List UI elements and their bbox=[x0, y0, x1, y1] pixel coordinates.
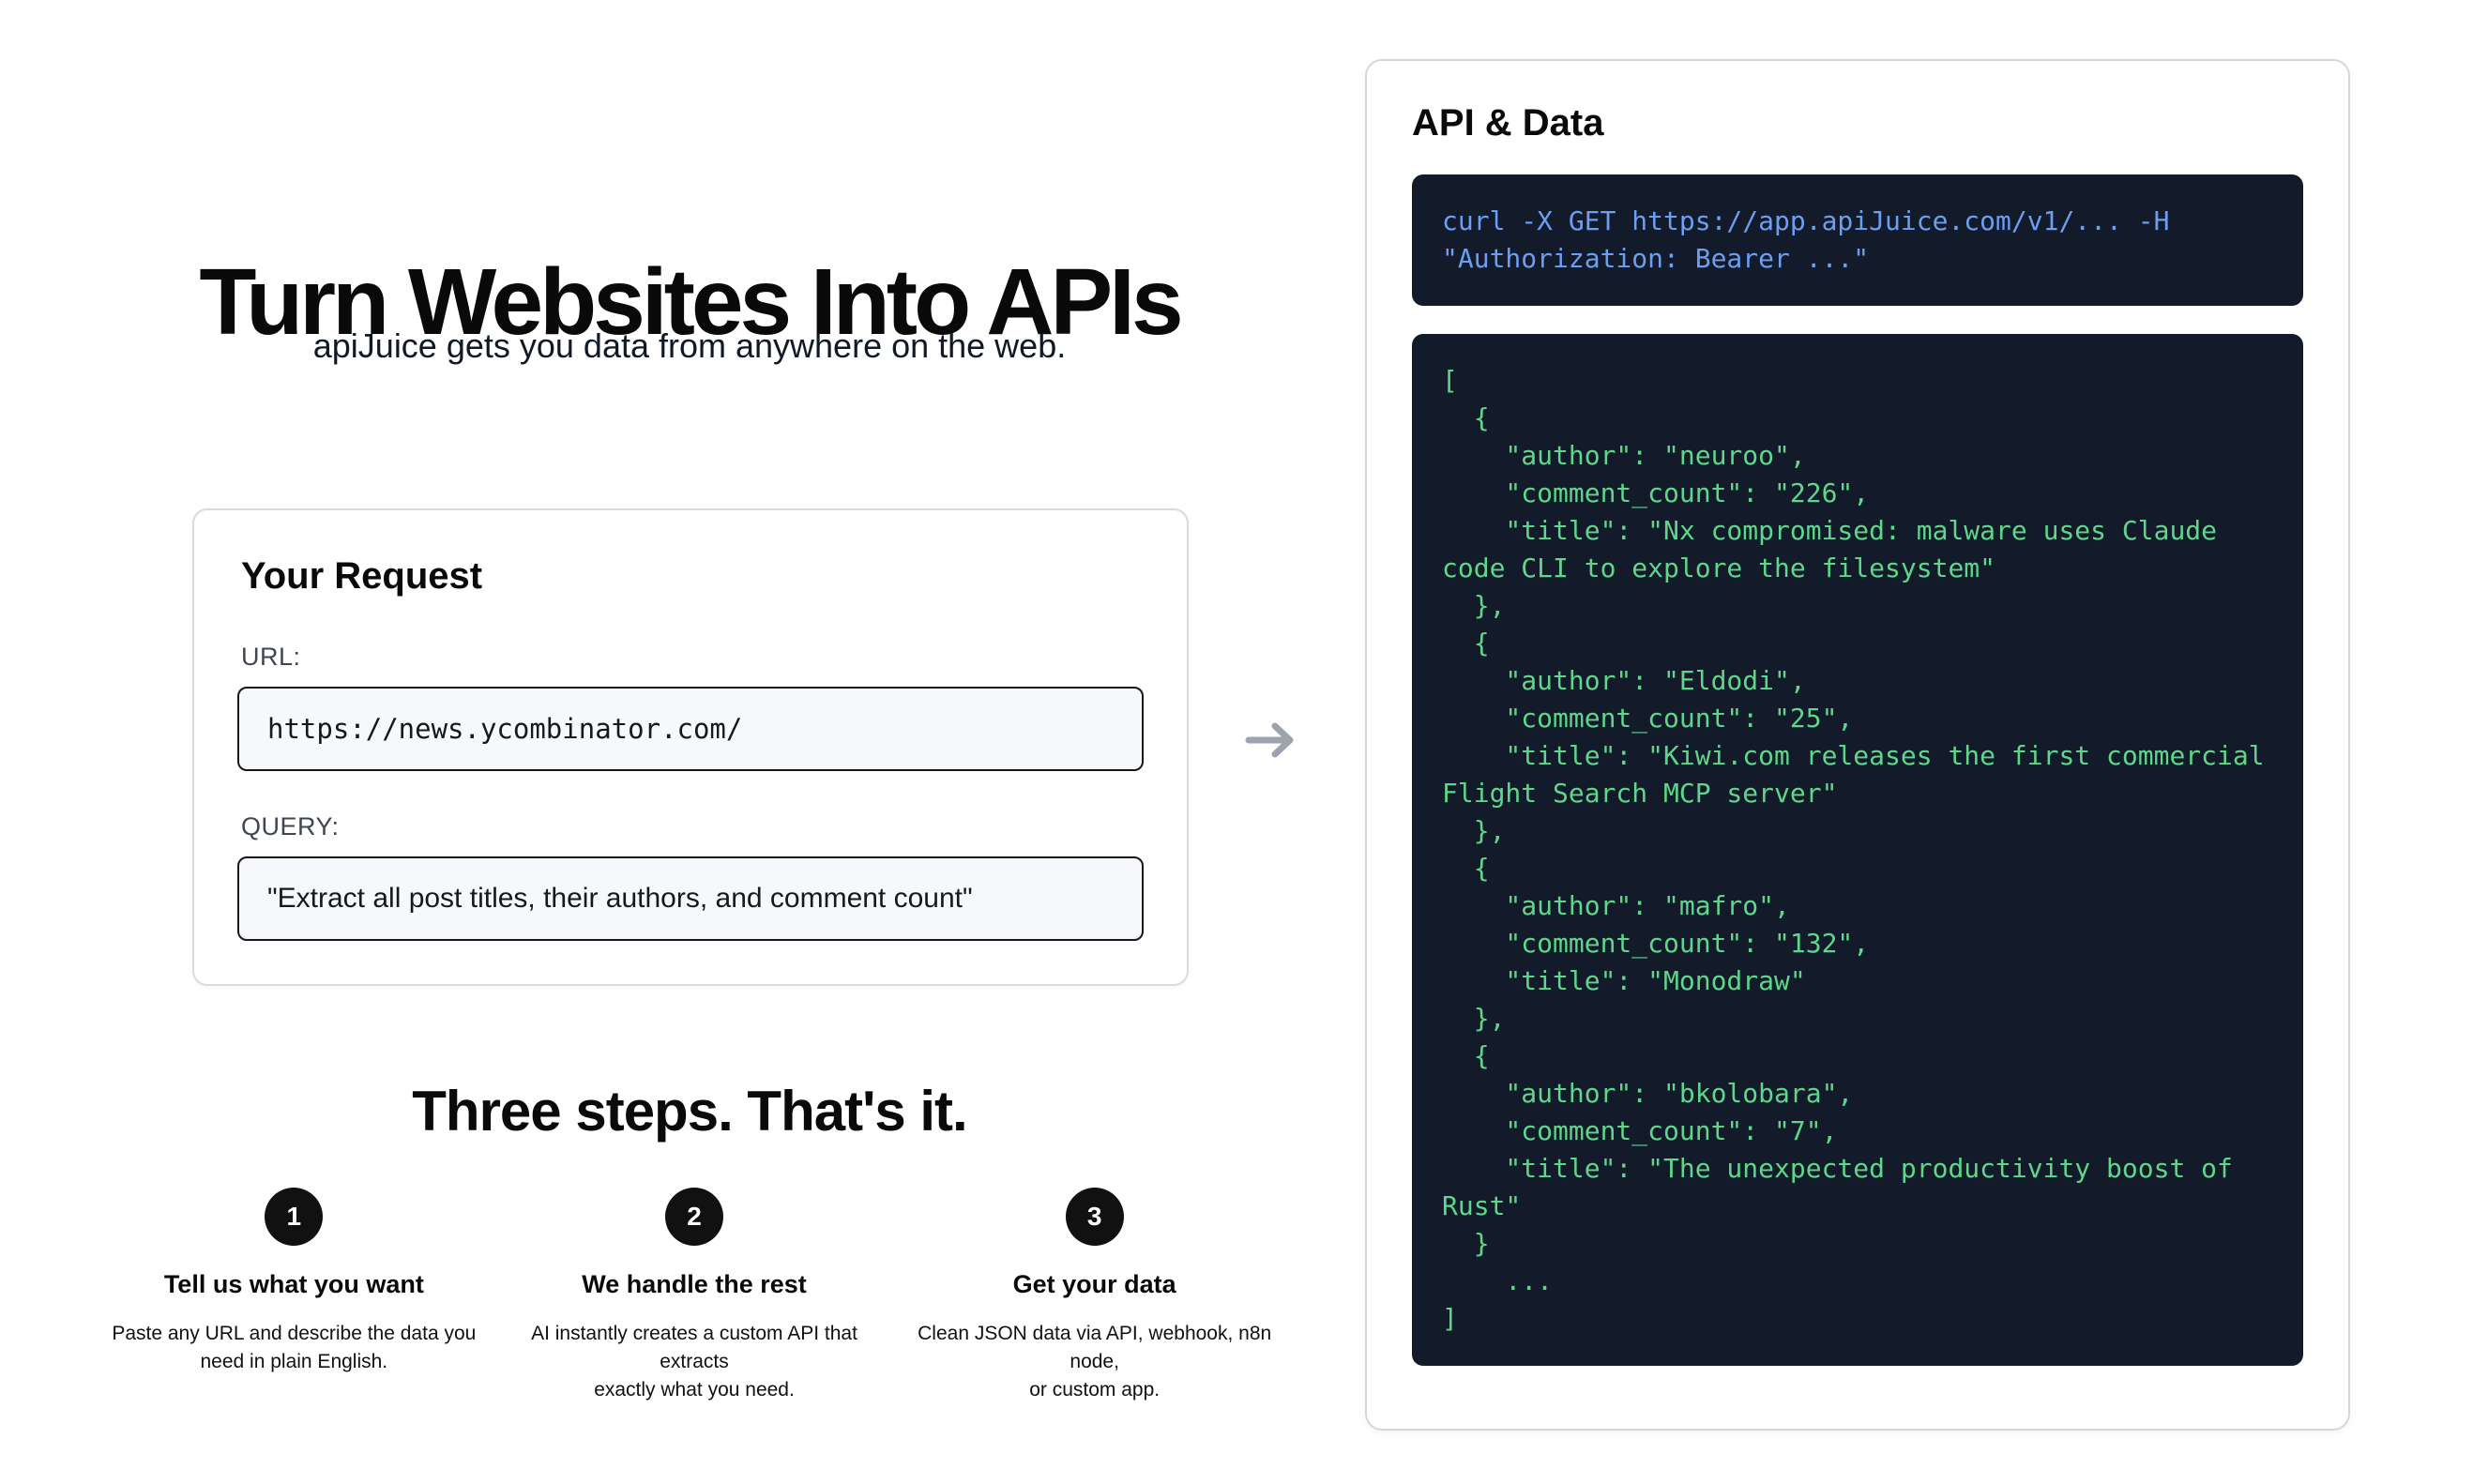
hero-subtitle: apiJuice gets you data from anywhere on … bbox=[312, 326, 1067, 365]
step-get-your-data: 3 Get your data Clean JSON data via API,… bbox=[894, 1188, 1295, 1404]
curl-snippet-code-block: curl -X GET https://app.apiJuice.com/v1/… bbox=[1412, 174, 2303, 306]
step-number-badge: 2 bbox=[665, 1188, 723, 1246]
url-field-group: URL: bbox=[237, 643, 1144, 771]
hero-title: Turn Websites Into APIs bbox=[199, 250, 1183, 355]
step-tell-us-what-you-want: 1 Tell us what you want Paste any URL an… bbox=[94, 1188, 494, 1404]
step-description: Paste any URL and describe the data you … bbox=[112, 1323, 477, 1372]
url-label: URL: bbox=[241, 643, 301, 671]
step-title: Tell us what you want bbox=[163, 1270, 424, 1298]
step-number-badge: 3 bbox=[1065, 1188, 1124, 1246]
steps-row: 1 Tell us what you want Paste any URL an… bbox=[94, 1188, 1295, 1404]
json-output-code-block: [ { "author": "neuroo", "comment_count":… bbox=[1412, 334, 2303, 1366]
step-title: We handle the rest bbox=[582, 1270, 807, 1298]
query-label: QUERY: bbox=[241, 812, 340, 840]
query-input[interactable] bbox=[237, 856, 1144, 941]
step-description: Clean JSON data via API, webhook, n8n no… bbox=[918, 1323, 1272, 1401]
api-data-panel-title: API & Data bbox=[1412, 102, 1604, 144]
request-card-title: Your Request bbox=[241, 555, 483, 597]
steps-section-title: Three steps. That's it. bbox=[412, 1080, 967, 1143]
arrow-right-icon bbox=[1245, 722, 1294, 758]
query-field-group: QUERY: bbox=[237, 812, 1144, 941]
request-card: Your Request URL: QUERY: bbox=[192, 508, 1189, 986]
step-title: Get your data bbox=[1012, 1270, 1176, 1298]
step-we-handle-the-rest: 2 We handle the rest AI instantly create… bbox=[494, 1188, 895, 1404]
api-data-panel: API & Data curl -X GET https://app.apiJu… bbox=[1365, 59, 2350, 1431]
step-description: AI instantly creates a custom API that e… bbox=[531, 1323, 857, 1401]
url-input[interactable] bbox=[237, 687, 1144, 771]
step-number-badge: 1 bbox=[265, 1188, 324, 1246]
